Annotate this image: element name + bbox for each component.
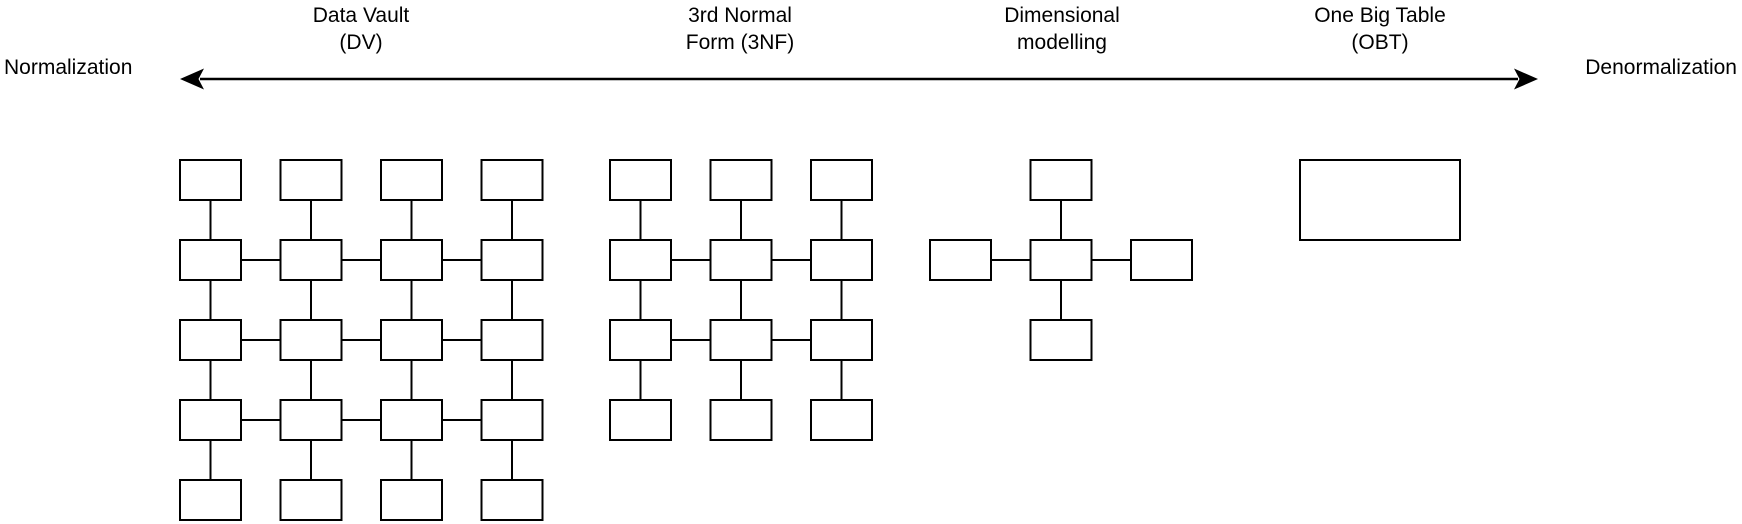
entity-box bbox=[279, 319, 343, 361]
entity-box bbox=[179, 479, 242, 521]
entity-box bbox=[709, 319, 773, 361]
approach-label-line1: 3rd Normal bbox=[688, 4, 792, 27]
approach-label-line1: Dimensional bbox=[1004, 4, 1120, 27]
approach-label-line2: Form (3NF) bbox=[685, 31, 795, 54]
approach-label-3nf: 3rd Normal Form (3NF) bbox=[630, 2, 850, 56]
entity-box bbox=[1029, 159, 1093, 201]
entity-box bbox=[279, 239, 343, 281]
entity-box bbox=[609, 319, 672, 361]
entity-box bbox=[709, 239, 773, 281]
arrow-head-left-icon bbox=[180, 68, 204, 90]
entity-box bbox=[480, 399, 544, 441]
entity-box bbox=[380, 319, 443, 361]
entity-box bbox=[709, 159, 773, 201]
entity-box bbox=[1029, 239, 1093, 281]
approach-label-line1: Data Vault bbox=[312, 4, 410, 27]
entity-box bbox=[1029, 319, 1093, 361]
entity-box bbox=[1130, 239, 1193, 281]
approach-label-line2: modelling bbox=[1017, 31, 1107, 54]
approach-label-line2: (OBT) bbox=[1351, 31, 1409, 54]
entity-box bbox=[810, 319, 873, 361]
entity-box bbox=[380, 479, 443, 521]
entity-box bbox=[810, 399, 873, 441]
entity-box bbox=[929, 239, 992, 281]
entity-box bbox=[380, 159, 443, 201]
entity-box bbox=[609, 239, 672, 281]
entity-box bbox=[279, 479, 343, 521]
approach-label-obt: One Big Table (OBT) bbox=[1270, 2, 1490, 56]
entity-box bbox=[480, 319, 544, 361]
entity-box bbox=[179, 399, 242, 441]
approach-label-dimensional: Dimensional modelling bbox=[952, 2, 1172, 56]
entity-box bbox=[1299, 159, 1461, 241]
approach-label-line2: (DV) bbox=[339, 31, 383, 54]
axis-label-normalization: Normalization bbox=[4, 56, 133, 79]
entity-box bbox=[480, 239, 544, 281]
entity-box bbox=[480, 479, 544, 521]
approach-label-data-vault: Data Vault (DV) bbox=[251, 2, 471, 56]
entity-box bbox=[279, 399, 343, 441]
entity-box bbox=[810, 159, 873, 201]
entity-box bbox=[179, 319, 242, 361]
entity-box bbox=[279, 159, 343, 201]
entity-box bbox=[709, 399, 773, 441]
axis-label-denormalization: Denormalization bbox=[1585, 56, 1737, 79]
entity-box bbox=[380, 239, 443, 281]
entity-box bbox=[380, 399, 443, 441]
entity-box bbox=[179, 159, 242, 201]
entity-box bbox=[609, 159, 672, 201]
entity-box bbox=[810, 239, 873, 281]
arrow-head-right-icon bbox=[1514, 68, 1538, 90]
approach-label-line1: One Big Table bbox=[1314, 4, 1446, 27]
entity-box bbox=[609, 399, 672, 441]
entity-box bbox=[179, 239, 242, 281]
entity-box bbox=[480, 159, 544, 201]
